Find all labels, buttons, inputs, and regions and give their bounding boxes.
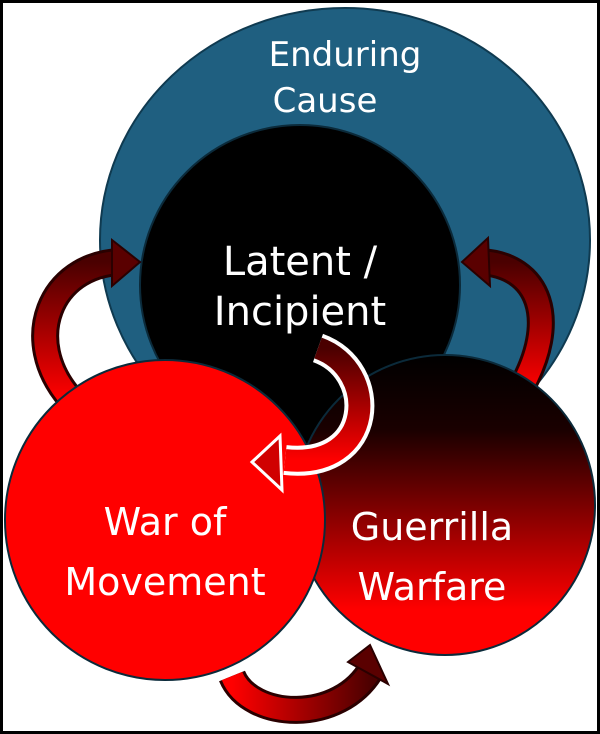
guerrilla-label-2: Warfare: [358, 565, 507, 609]
enduring-cause-label-1: Enduring: [269, 35, 422, 75]
arrow-war-to-latent: [31, 237, 142, 408]
guerrilla-label-1: Guerrilla: [351, 505, 513, 549]
war-label-2: Movement: [64, 560, 265, 604]
latent-label-2: Incipient: [214, 289, 386, 335]
latent-label-1: Latent /: [223, 239, 378, 285]
arrow-guerrilla-to-latent: [460, 235, 555, 397]
arrow-war-to-guerrilla: [219, 643, 391, 724]
war-of-movement-circle: [4, 359, 326, 681]
enduring-cause-label-2: Cause: [273, 81, 378, 121]
war-label-1: War of: [104, 500, 228, 544]
arrow-latent-to-war: [249, 333, 375, 494]
